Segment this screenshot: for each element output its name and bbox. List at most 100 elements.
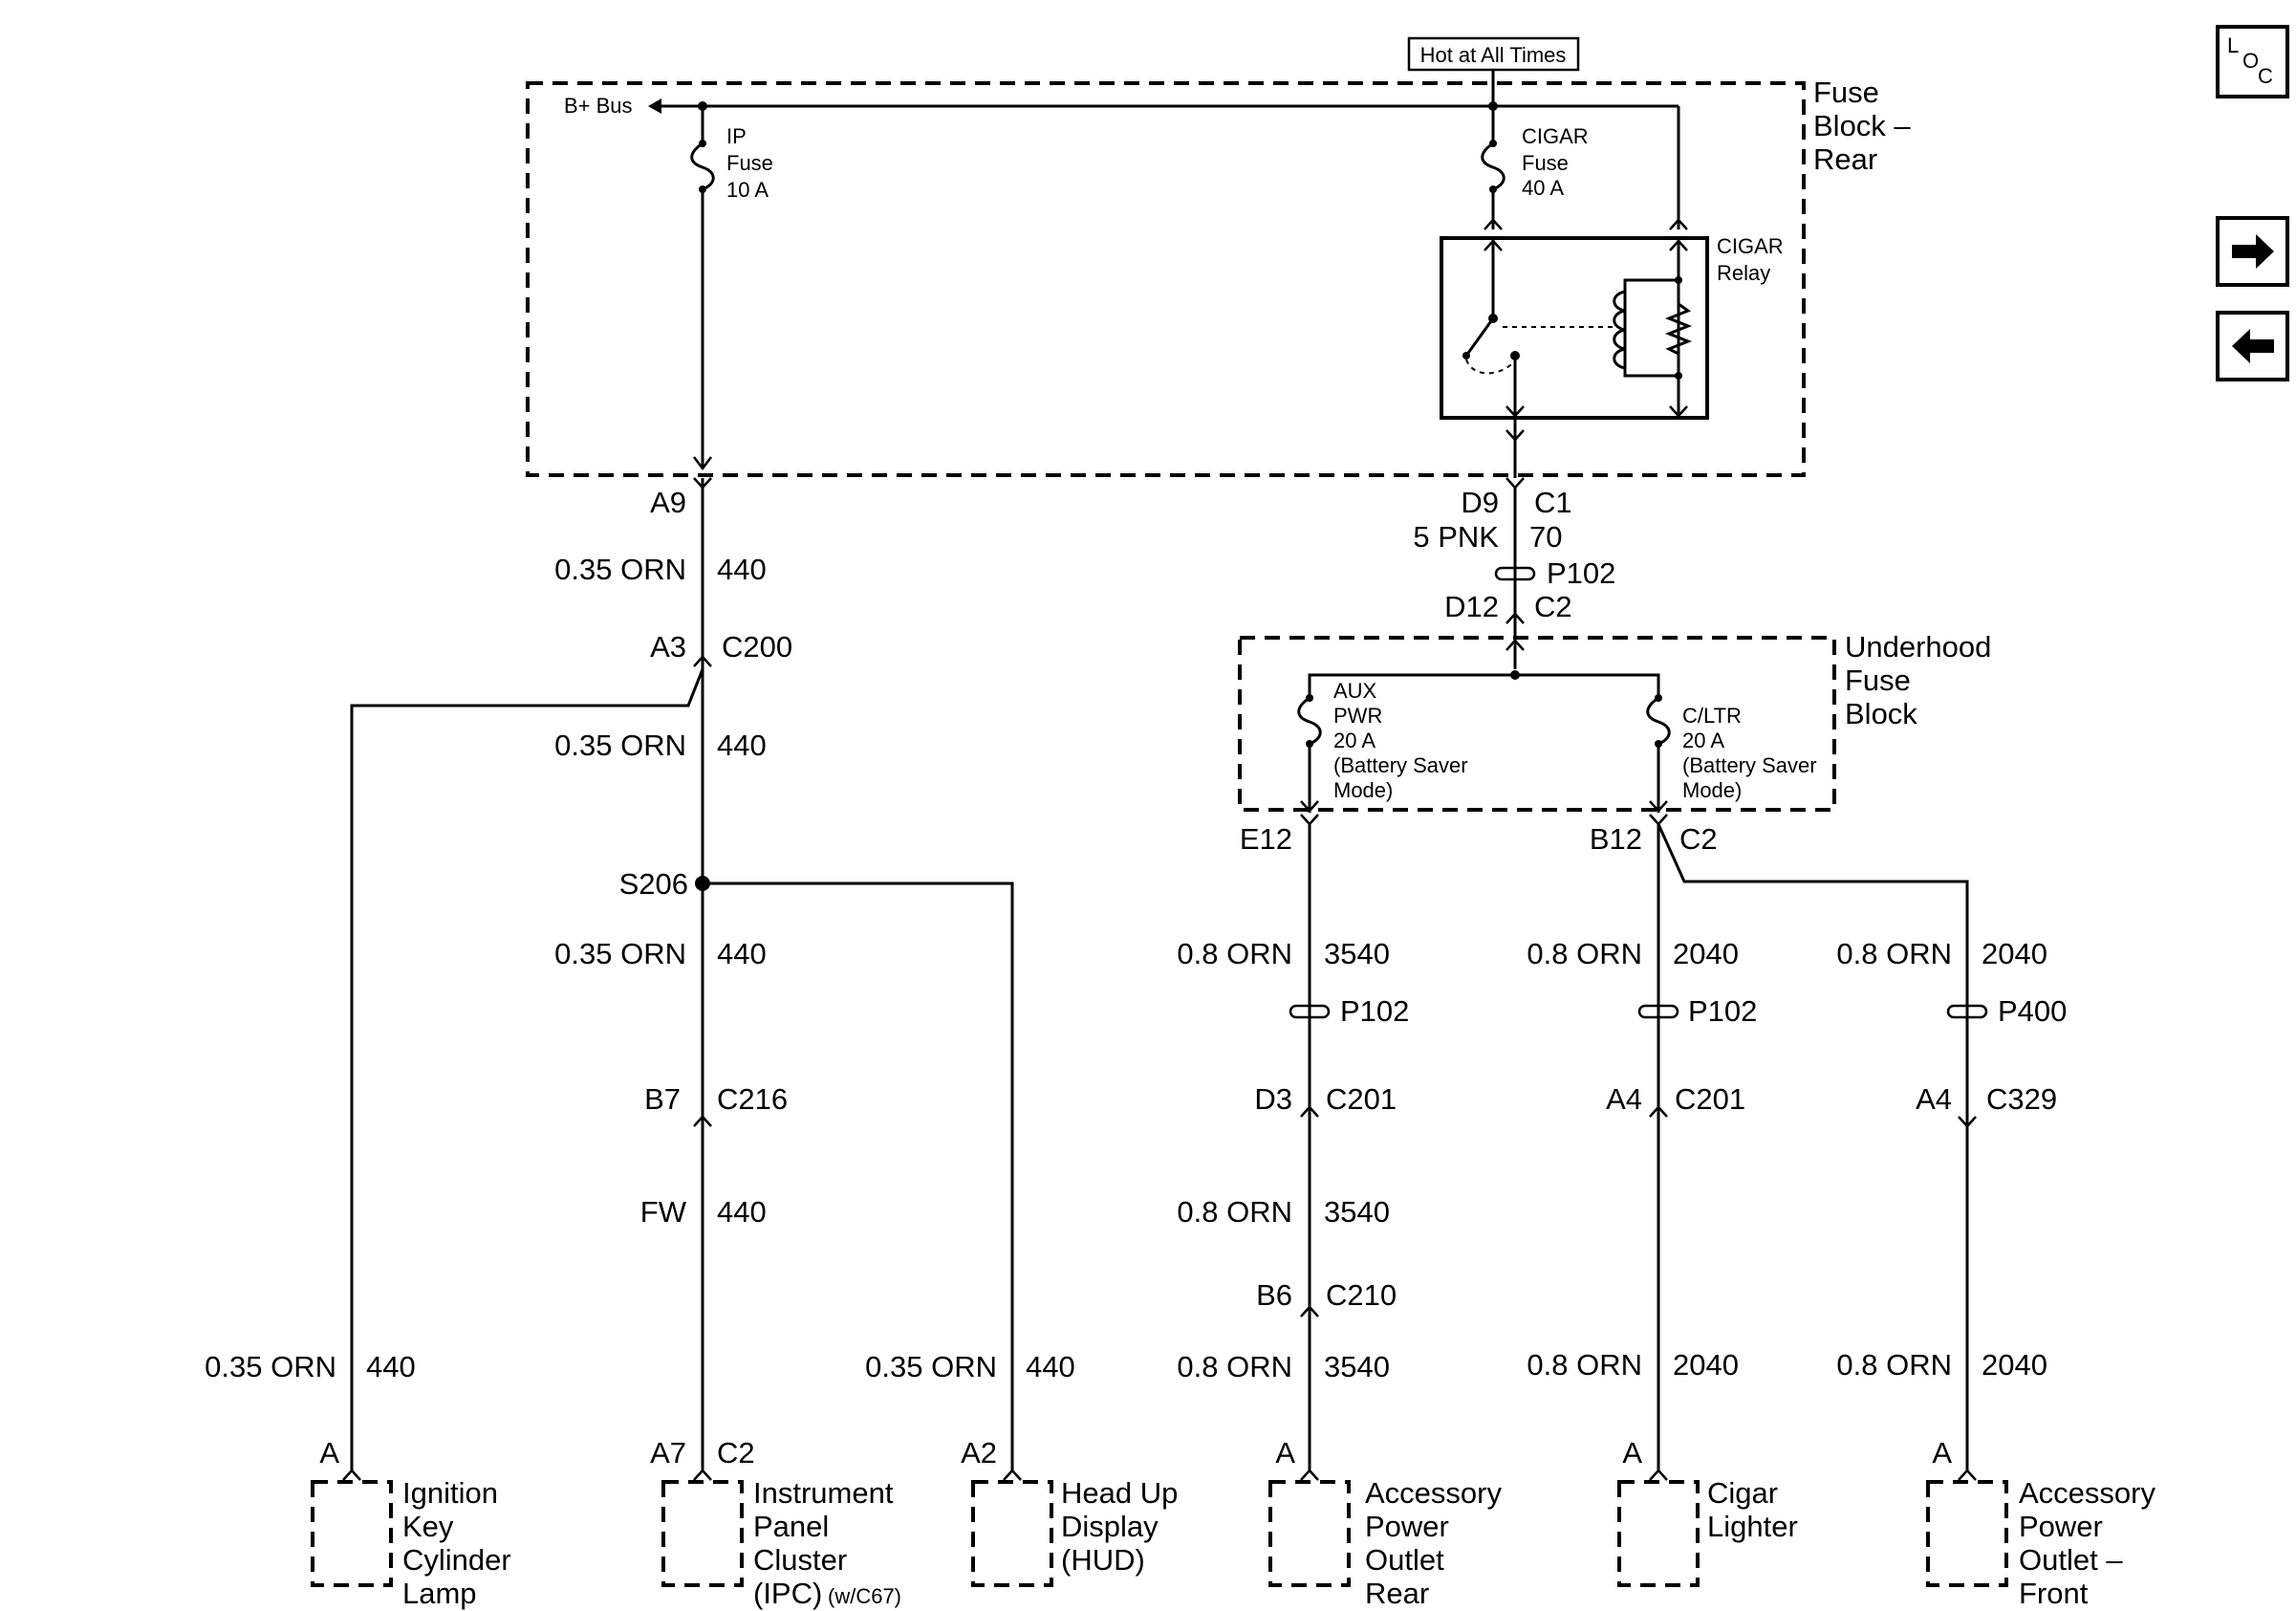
hud-label-3: (HUD) <box>1061 1543 1145 1577</box>
apo-rear-wire2-circuit: 3540 <box>1324 1195 1390 1229</box>
b7-label: B7 <box>644 1082 681 1116</box>
cigar-lighter-label-1: Cigar <box>1707 1476 1778 1510</box>
c201a-label: C201 <box>1326 1082 1397 1116</box>
cigar-relay-box <box>1440 236 1709 420</box>
cltr-fuse-label-3: (Battery Saver <box>1682 753 1817 777</box>
front-wire2-circuit: 2040 <box>1982 1348 2047 1382</box>
cigar-fuse-icon <box>1481 142 1505 191</box>
cigar-wire1-color: 0.8 ORN <box>1527 937 1642 970</box>
cigar-lighter-box <box>1617 1480 1700 1587</box>
left-wire2-circuit: 440 <box>717 729 767 762</box>
ip-fuse-icon <box>690 142 715 191</box>
cltr-fuse-dot-top <box>1655 694 1662 702</box>
fuse-block-rear-title-1: Fuse <box>1813 76 1879 109</box>
hud-wire-color: 0.35 ORN <box>865 1350 997 1383</box>
relay-coil-input-arrow2-icon <box>1669 405 1688 418</box>
apo-rear-wire3-circuit: 3540 <box>1324 1350 1390 1383</box>
ipc-option-note: (w/C67) <box>828 1584 901 1608</box>
hud-label-1: Head Up <box>1061 1476 1178 1510</box>
c2-top-connector-icon <box>1505 612 1525 624</box>
left-wire1-color: 0.35 ORN <box>554 553 686 586</box>
ignition-label-2: Key <box>402 1510 454 1543</box>
next-page-button[interactable] <box>2216 216 2289 287</box>
ignition-lamp-box <box>311 1480 393 1587</box>
cigar-fuse-dot-top <box>1489 140 1497 147</box>
cigar-wire1-circuit: 2040 <box>1673 937 1739 970</box>
ip-fuse-output-arrow-icon <box>693 456 712 471</box>
c2-top-label: C2 <box>1534 590 1572 623</box>
ignition-wire-color: 0.35 ORN <box>205 1350 336 1383</box>
fuse-block-rear-outline <box>526 81 1806 477</box>
apo-front-wire <box>1657 823 1969 1470</box>
ipc-conn-label: C2 <box>717 1436 755 1469</box>
fuse-block-rear-title-3: Rear <box>1813 142 1877 176</box>
d9-connector-icon <box>1505 477 1525 490</box>
c1-label: C1 <box>1534 486 1572 519</box>
locator-button[interactable]: L O C <box>2216 25 2289 98</box>
fuse-block-rear-title-2: Block – <box>1813 109 1911 142</box>
hud-box <box>971 1480 1053 1587</box>
hud-connector-icon <box>1003 1469 1022 1481</box>
cigar-wire2-circuit: 2040 <box>1673 1348 1739 1382</box>
cigar-fuse-label-3: 40 A <box>1522 176 1564 200</box>
front-wire2-color: 0.8 ORN <box>1836 1348 1952 1382</box>
underhood-fuse-block-outline <box>1238 636 1836 812</box>
e12-connector-icon <box>1300 814 1319 826</box>
ipc-connector-icon <box>693 1469 712 1481</box>
front-wire1-color: 0.8 ORN <box>1836 937 1952 970</box>
apo-rear-label-2: Power <box>1365 1510 1449 1543</box>
aux-fuse-label-4: (Battery Saver <box>1333 753 1468 777</box>
cltr-fuse-arrow-icon <box>1649 800 1668 813</box>
relay-coil-icon <box>1613 290 1626 370</box>
cigar-p102-label: P102 <box>1688 994 1757 1028</box>
bplus-bus-label: B+ Bus <box>564 94 633 118</box>
apo-rear-label-3: Outlet <box>1365 1543 1444 1577</box>
front-wire1-circuit: 2040 <box>1982 937 2047 970</box>
ipc-label-4: (IPC) <box>753 1577 822 1610</box>
cltr-fuse-label-2: 20 A <box>1682 729 1724 752</box>
locator-letter-o: O <box>2242 49 2259 73</box>
bplus-arrow-icon <box>648 98 661 114</box>
relay-resistor-icon <box>1664 302 1693 356</box>
c210-connector-icon <box>1300 1305 1319 1317</box>
a4b-label: A4 <box>1916 1082 1952 1116</box>
hot-at-all-times-label: Hot at All Times <box>1420 43 1567 67</box>
relay-d9-arrow-icon <box>1505 429 1525 442</box>
ignition-label-1: Ignition <box>402 1476 498 1510</box>
apo-rear-pin-label: A <box>1275 1436 1295 1469</box>
apo-rear-wire2-color: 0.8 ORN <box>1177 1195 1292 1229</box>
hud-pin-label: A2 <box>961 1436 997 1469</box>
apo-rear-wire3-color: 0.8 ORN <box>1177 1350 1292 1383</box>
left-wire4-circuit: 440 <box>717 1195 767 1229</box>
apo-rear-p102-label: P102 <box>1340 994 1409 1028</box>
c216-label: C216 <box>717 1082 788 1116</box>
d3-connector-icon <box>1300 1105 1319 1118</box>
left-wire3-color: 0.35 ORN <box>554 937 686 970</box>
c329-label: C329 <box>1986 1082 2057 1116</box>
hud-wire-circuit: 440 <box>1026 1350 1075 1383</box>
aux-fuse-label-3: 20 A <box>1333 729 1375 752</box>
hud-label-2: Display <box>1061 1510 1159 1543</box>
left-wire2-color: 0.35 ORN <box>554 729 686 762</box>
c216-connector-icon <box>693 1115 712 1127</box>
cigar-fuse-label-1: CIGAR <box>1522 124 1589 148</box>
aux-fuse-dot-top <box>1306 694 1313 702</box>
cigar-fuse-arrow-icon <box>1484 218 1503 230</box>
aux-fuse-label-1: AUX <box>1333 679 1377 703</box>
underhood-input-arrow-icon <box>1505 639 1525 651</box>
right-arrow-icon <box>2232 234 2274 269</box>
c201b-connector-icon <box>1649 1105 1668 1118</box>
ipc-label-3: Cluster <box>753 1543 847 1577</box>
prev-page-button[interactable] <box>2216 311 2289 381</box>
ipc-box <box>661 1480 744 1587</box>
apo-front-label-1: Accessory <box>2019 1476 2155 1510</box>
cltr-fuse-label-4: Mode) <box>1682 778 1742 802</box>
c201b-label: C201 <box>1675 1082 1745 1116</box>
apo-rear-label-4: Rear <box>1365 1577 1429 1610</box>
ipc-pin-label: A7 <box>650 1436 686 1469</box>
p102-top-connector <box>1494 566 1536 581</box>
ignition-label-3: Cylinder <box>402 1543 511 1577</box>
relay-output-arrow-icon <box>1505 405 1525 418</box>
apo-rear-wire1-color: 0.8 ORN <box>1177 937 1292 970</box>
locator-button-frame[interactable] <box>2216 25 2289 98</box>
